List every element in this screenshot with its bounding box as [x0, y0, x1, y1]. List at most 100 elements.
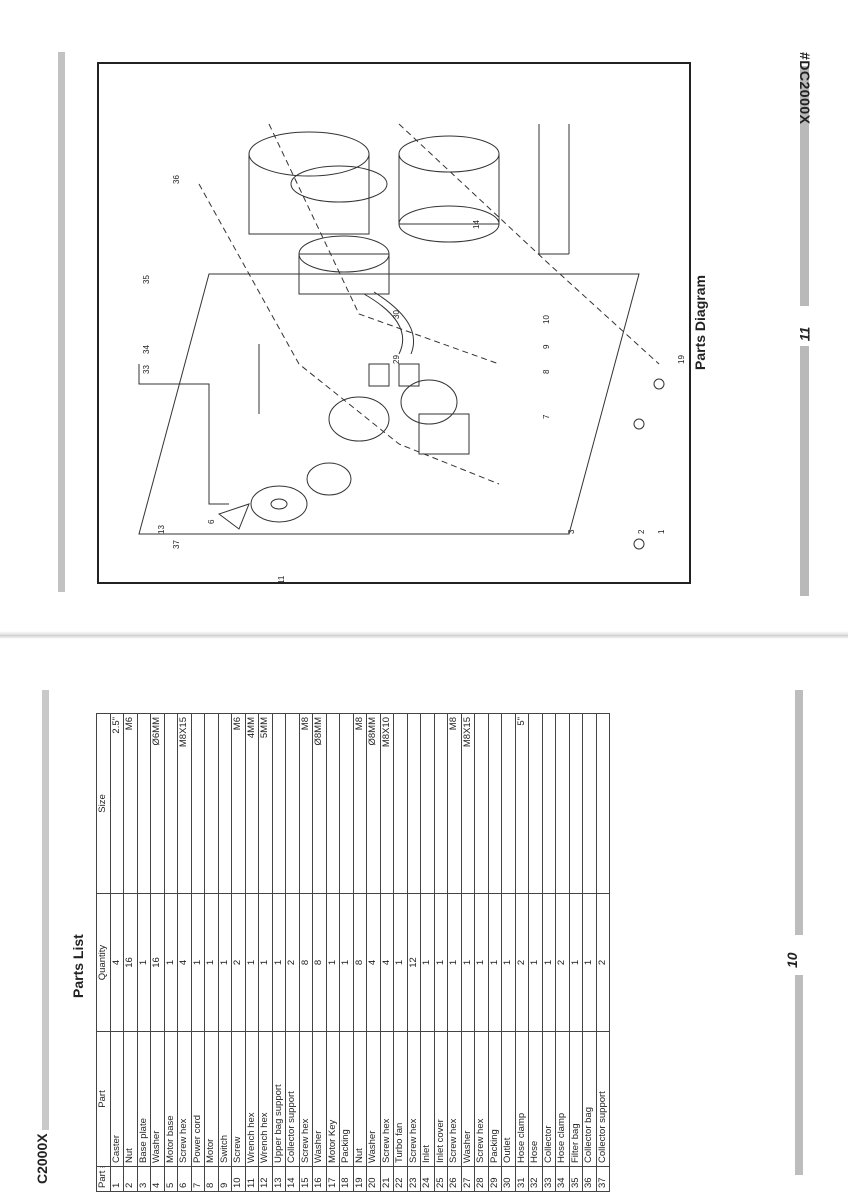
quantity-cell: 2	[285, 893, 299, 1032]
quantity-cell: 1	[420, 893, 434, 1032]
quantity-cell: 1	[272, 893, 286, 1032]
part-number-cell: 17	[326, 1166, 340, 1192]
part-name-cell: Base plate	[137, 1031, 151, 1167]
quantity-cell: 4	[110, 893, 124, 1032]
part-number-cell: 12	[258, 1166, 272, 1192]
part-name-cell: Screw hex	[474, 1031, 488, 1167]
quantity-cell: 8	[312, 893, 326, 1032]
column-header: Part	[96, 1031, 110, 1167]
size-cell: 5MM	[258, 713, 272, 894]
part-number-cell: 4	[150, 1166, 164, 1192]
quantity-cell: 1	[245, 893, 259, 1032]
part-number-cell: 23	[407, 1166, 421, 1192]
left-margin-rule	[58, 52, 65, 592]
quantity-cell: 1	[569, 893, 583, 1032]
callout-10: 10	[542, 315, 551, 324]
part-name-cell: Switch	[218, 1031, 232, 1167]
part-name-cell: Screw hex	[299, 1031, 313, 1167]
part-name-cell: Hose clamp	[555, 1031, 569, 1167]
page-number: 11	[796, 326, 813, 342]
part-name-cell: Inlet cover	[434, 1031, 448, 1167]
collector-support-shape	[538, 124, 569, 255]
quantity-cell: 1	[164, 893, 178, 1032]
part-name-cell: Motor Key	[326, 1031, 340, 1167]
size-cell: M8X15	[461, 713, 475, 894]
part-number-cell: 30	[501, 1166, 515, 1192]
quantity-cell: 2	[515, 893, 529, 1032]
quantity-cell: 4	[380, 893, 394, 1032]
part-number-cell: 8	[204, 1166, 218, 1192]
part-number-cell: 13	[272, 1166, 286, 1192]
outlet-shape	[328, 396, 390, 442]
size-cell	[542, 713, 556, 894]
callout-9: 9	[542, 344, 551, 349]
part-number-cell: 6	[177, 1166, 191, 1192]
callout-8: 8	[542, 369, 551, 374]
part-number-cell: 33	[542, 1166, 556, 1192]
part-number-cell: 2	[123, 1166, 137, 1192]
part-name-cell: Power cord	[191, 1031, 205, 1167]
size-cell	[204, 713, 218, 894]
part-number-cell: 19	[353, 1166, 367, 1192]
part-number-cell: 28	[474, 1166, 488, 1192]
quantity-cell: 1	[393, 893, 407, 1032]
quantity-cell: 1	[528, 893, 542, 1032]
size-cell: 4MM	[245, 713, 259, 894]
size-cell: M8	[299, 713, 313, 894]
left-margin-rule	[42, 690, 49, 1130]
size-cell	[407, 713, 421, 894]
size-cell	[164, 713, 178, 894]
quantity-cell: 8	[353, 893, 367, 1032]
size-cell	[218, 713, 232, 894]
part-name-cell: Nut	[353, 1031, 367, 1167]
quantity-cell: 1	[474, 893, 488, 1032]
part-name-cell: Turbo fan	[393, 1031, 407, 1167]
quantity-cell: 1	[137, 893, 151, 1032]
part-number-cell: 9	[218, 1166, 232, 1192]
part-number-cell: 21	[380, 1166, 394, 1192]
part-number-cell: 29	[488, 1166, 502, 1192]
part-name-cell: Filter bag	[569, 1031, 583, 1167]
exploded-parts-diagram: 13 6 1 2 3 10 9 8 7 19 2 11 12 35 34 33 …	[138, 123, 686, 582]
caster-shape	[633, 538, 645, 550]
part-name-cell: Screw hex	[380, 1031, 394, 1167]
part-number-cell: 1	[110, 1166, 124, 1192]
callout-19: 19	[677, 355, 686, 364]
part-name-cell: Caster	[110, 1031, 124, 1167]
upper-bag-support-shape	[138, 364, 229, 505]
base-plate-shape	[138, 273, 640, 535]
quantity-cell: 16	[150, 893, 164, 1032]
part-number-cell: 3	[137, 1166, 151, 1192]
part-number-cell: 37	[596, 1166, 610, 1192]
part-number-cell: 36	[582, 1166, 596, 1192]
part-name-cell: Motor base	[164, 1031, 178, 1167]
size-cell	[555, 713, 569, 894]
size-cell	[488, 713, 502, 894]
part-number-cell: 14	[285, 1166, 299, 1192]
page-fold	[0, 631, 848, 639]
quantity-cell: 1	[461, 893, 475, 1032]
part-name-cell: Hose	[528, 1031, 542, 1167]
callout-29: 29	[392, 355, 401, 364]
column-header: Quantity	[96, 893, 110, 1032]
quantity-cell: 1	[204, 893, 218, 1032]
part-number-cell: 18	[339, 1166, 353, 1192]
hose-clamp-shape	[290, 165, 388, 203]
model-header: C2000X	[34, 1133, 50, 1184]
size-cell	[326, 713, 340, 894]
